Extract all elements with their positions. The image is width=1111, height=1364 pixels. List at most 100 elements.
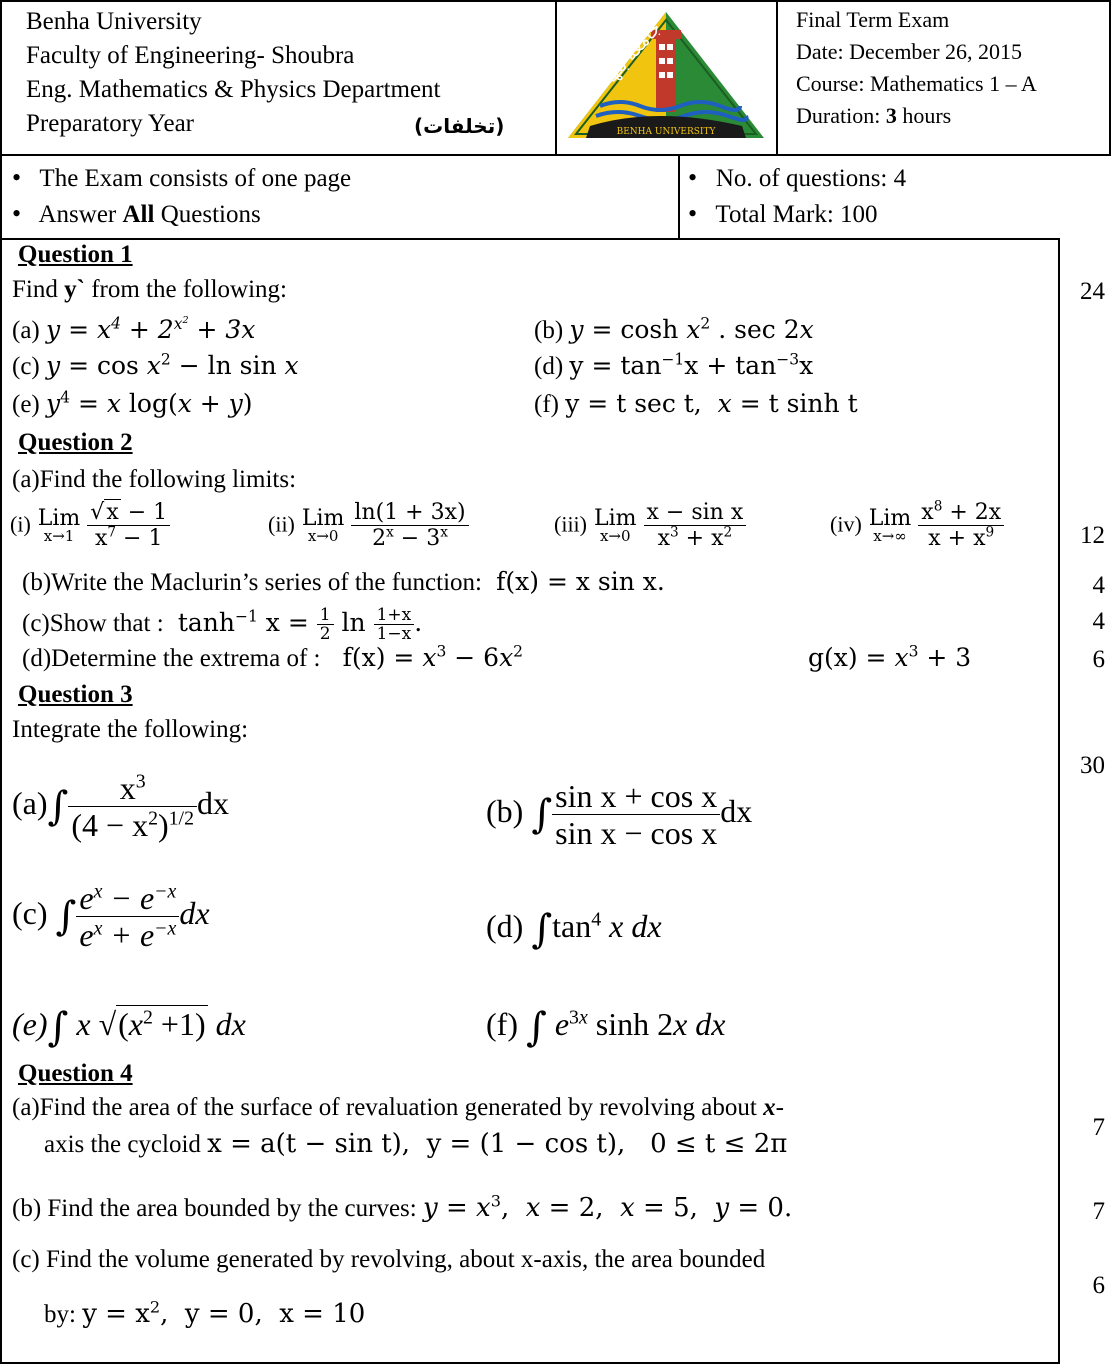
bullet-icon: •: [688, 199, 698, 228]
q3-expr-a: x3(4 − x2)1/2: [68, 770, 197, 843]
q1-intro-prefix: Find: [12, 276, 58, 303]
question-1-title: Question 1: [18, 241, 133, 268]
q3-expr-e: x √(x2 +1) dx: [76, 1005, 246, 1042]
q4-part-c-expr: y = x2, y = 0, x = 10: [82, 1297, 366, 1329]
border-info-bottom: [0, 238, 1060, 240]
q2-part-d: (d)Determine the extrema of : f(x) = x3 …: [22, 644, 523, 673]
department-name: Eng. Mathematics & Physics Department: [26, 76, 441, 103]
q2-part-d-text: (d)Determine the extrema of :: [22, 645, 321, 672]
q1-item-a: (a) y = x4 + 2x2 + 3x: [12, 314, 256, 345]
q2-part-a-mark: 12: [1080, 522, 1105, 549]
info-question-count: • No. of questions: 4: [688, 164, 906, 193]
q1-intro-suffix: from the following:: [91, 276, 287, 303]
info-total-mark: • Total Mark: 100: [688, 200, 878, 229]
q1-label-e: (e): [12, 391, 40, 418]
q4-part-c-line1: (c) Find the volume generated by revolvi…: [12, 1246, 766, 1273]
q4-part-b: (b) Find the area bounded by the curves:…: [12, 1193, 792, 1223]
q3-label-a: (a): [12, 784, 48, 821]
total-mark-text: Total Mark: 100: [715, 201, 878, 228]
question-1-mark: 24: [1080, 278, 1105, 305]
q1-label-d: (d): [534, 353, 564, 380]
border-page-bottom: [0, 1362, 1060, 1364]
question-3-mark: 30: [1080, 752, 1105, 779]
question-3-title: Question 3: [18, 681, 133, 708]
q4-part-a-text: (a)Find the area of the surface of reval…: [12, 1094, 757, 1121]
q4-part-b-mark: 7: [1092, 1198, 1106, 1225]
q3-item-d: (d) ∫tan4 x dx: [486, 908, 662, 950]
year-label: Preparatory Year: [26, 110, 195, 137]
integral-sign: ∫: [531, 906, 553, 953]
answer-suffix: Questions: [160, 201, 261, 228]
duration-value: 3: [885, 103, 897, 128]
integral-sign: ∫: [47, 1004, 69, 1051]
q1-expr-a: y = x4 + 2x2 + 3x: [46, 314, 256, 344]
q2-part-c-text: (c)Show that :: [22, 610, 164, 637]
limit-iv-label: (iv): [830, 511, 862, 537]
bullet-icon: •: [12, 199, 22, 228]
q4-part-b-text: (b) Find the area bounded by the curves:: [12, 1195, 417, 1222]
divider-marks: [1058, 238, 1060, 1364]
q3-expr-f: e3x sinh 2x dx: [554, 1006, 726, 1042]
q1-label-b: (b): [534, 317, 564, 344]
q3-label-f: (f): [486, 1006, 518, 1042]
q4-part-a-line2-text: axis the cycloid: [44, 1131, 201, 1158]
q4-part-c-line2-text: by:: [44, 1301, 76, 1328]
q4-part-a-suffix: -: [775, 1094, 784, 1121]
q3-label-b: (b): [486, 792, 524, 829]
q3-item-e: (e)∫ x √(x2 +1) dx: [12, 1005, 246, 1048]
q4-part-c-line2: by: y = x2, y = 0, x = 10: [44, 1297, 366, 1329]
q1-item-d: (d) y = tan−1x + tan−3x: [534, 352, 813, 381]
q2-part-c-mark: 4: [1092, 608, 1106, 635]
info-answer-all: • Answer All Questions: [12, 200, 261, 229]
q2-part-b-text: (b)Write the Maclurin’s series of the fu…: [22, 569, 482, 596]
q1-label-f: (f): [534, 391, 559, 418]
q4-part-a-line1: (a)Find the area of the surface of reval…: [12, 1094, 784, 1121]
q2-part-d-expr-g: g(x) = x3 + 3: [808, 642, 972, 672]
q4-part-a-mark: 7: [1092, 1114, 1106, 1141]
q4-part-a-line2: axis the cycloid x = a(t − sin t), y = (…: [44, 1130, 787, 1159]
integral-sign: ∫: [525, 1004, 547, 1051]
q2-part-b: (b)Write the Maclurin’s series of the fu…: [22, 568, 665, 597]
divider-logo-left: [555, 0, 557, 155]
arabic-note: (تخلفات): [414, 114, 505, 138]
question-4-title: Question 4: [18, 1060, 133, 1087]
q2-part-d-mark: 6: [1092, 646, 1106, 673]
border-right-header: [1109, 0, 1111, 155]
integral-sign: ∫: [47, 783, 69, 830]
q1-item-b: (b) y = cosh x2 . sec 2x: [534, 316, 814, 345]
exam-duration: Duration: 3 hours: [796, 102, 951, 130]
bullet-icon: •: [688, 163, 698, 192]
q1-label-a: (a): [12, 317, 40, 344]
divider-info: [678, 154, 680, 239]
q1-expr-f: y = t sec t, x = t sinh t: [565, 389, 858, 418]
exam-type: Final Term Exam: [796, 7, 950, 32]
integral-sign: ∫: [55, 893, 77, 940]
q1-expr-d: y = tan−1x + tan−3x: [569, 350, 814, 380]
info-pages-text: The Exam consists of one page: [39, 165, 352, 192]
faculty-name: Faculty of Engineering- Shoubra: [26, 42, 355, 69]
question-3-intro: Integrate the following:: [12, 716, 249, 743]
answer-prefix: Answer: [38, 201, 117, 228]
q1-expr-b: y = cosh x2 . sec 2x: [569, 314, 814, 344]
q1-expr-e: y4 = x log(x + y): [46, 388, 253, 418]
answer-bold: All: [122, 201, 155, 228]
divider-logo-right: [776, 0, 778, 155]
q3-item-f: (f) ∫ e3x sinh 2x dx: [486, 1006, 726, 1048]
duration-label: Duration:: [796, 103, 881, 128]
q1-item-e: (e) y4 = x log(x + y): [12, 390, 253, 419]
svg-text:BENHA UNIVERSITY: BENHA UNIVERSITY: [617, 127, 717, 137]
q2-part-d-expr-f: f(x) = x3 − 6x2: [326, 642, 524, 672]
question-2-title: Question 2: [18, 429, 133, 456]
